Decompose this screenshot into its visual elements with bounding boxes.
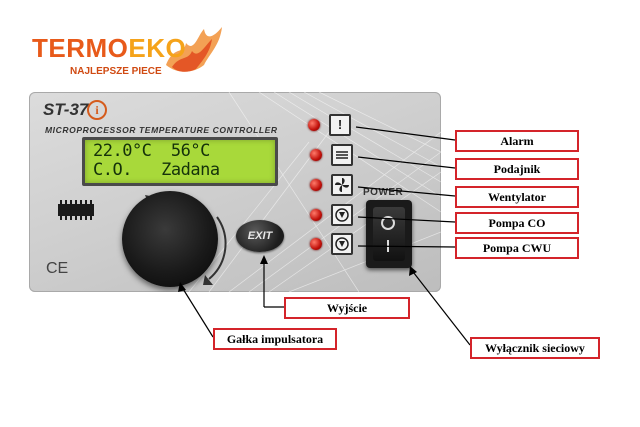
pump-co-icon (331, 204, 353, 226)
callout-galka: Gałka impulsatora (213, 328, 337, 350)
lcd-display: 22.0°C 56°C C.O. Zadana (82, 137, 278, 186)
lcd-line-1: 22.0°C 56°C (93, 141, 210, 161)
led-podajnik (310, 149, 322, 161)
callout-alarm: Alarm (455, 130, 579, 152)
info-icon: i (87, 100, 107, 120)
callout-pompa-cwu: Pompa CWU (455, 237, 579, 259)
callout-wyjscie: Wyjście (284, 297, 410, 319)
ce-mark: CE (46, 260, 69, 277)
chip-icon (58, 200, 94, 220)
flame-icon (166, 27, 222, 72)
brand-name: TERMOEKO (32, 33, 186, 64)
pump-cwu-icon (331, 233, 353, 255)
feeder-icon (331, 144, 353, 166)
power-label: POWER (363, 187, 404, 198)
callout-podajnik: Podajnik (455, 158, 579, 180)
brand-part2: EKO (128, 33, 187, 63)
alarm-indicator-icon: ! (329, 114, 351, 136)
exit-button[interactable]: EXIT (236, 220, 284, 252)
switch-on-symbol-icon (387, 240, 389, 252)
lcd-line-2: C.O. Zadana (93, 160, 220, 180)
controller-panel: ST-37 i MICROPROCESSOR TEMPERATURE CONTR… (29, 92, 441, 292)
switch-off-symbol-icon (381, 216, 395, 230)
termoeko-logo: TERMOEKO NAJLEPSZE PIECE (14, 25, 222, 87)
brand-part1: TERMO (32, 33, 129, 63)
led-alarm (308, 119, 320, 131)
device-subtitle: MICROPROCESSOR TEMPERATURE CONTROLLER (45, 125, 278, 135)
led-pompa-co (310, 209, 322, 221)
led-wentylator (310, 179, 322, 191)
callout-pompa-co: Pompa CO (455, 212, 579, 234)
fan-icon (331, 174, 353, 196)
brand-tagline: NAJLEPSZE PIECE (70, 66, 162, 77)
callout-wentylator: Wentylator (455, 186, 579, 208)
model-name: ST-37 (43, 100, 89, 119)
callout-wylacznik: Wyłącznik sieciowy (470, 337, 600, 359)
impulse-knob[interactable] (122, 191, 218, 287)
led-pompa-cwu (310, 238, 322, 250)
